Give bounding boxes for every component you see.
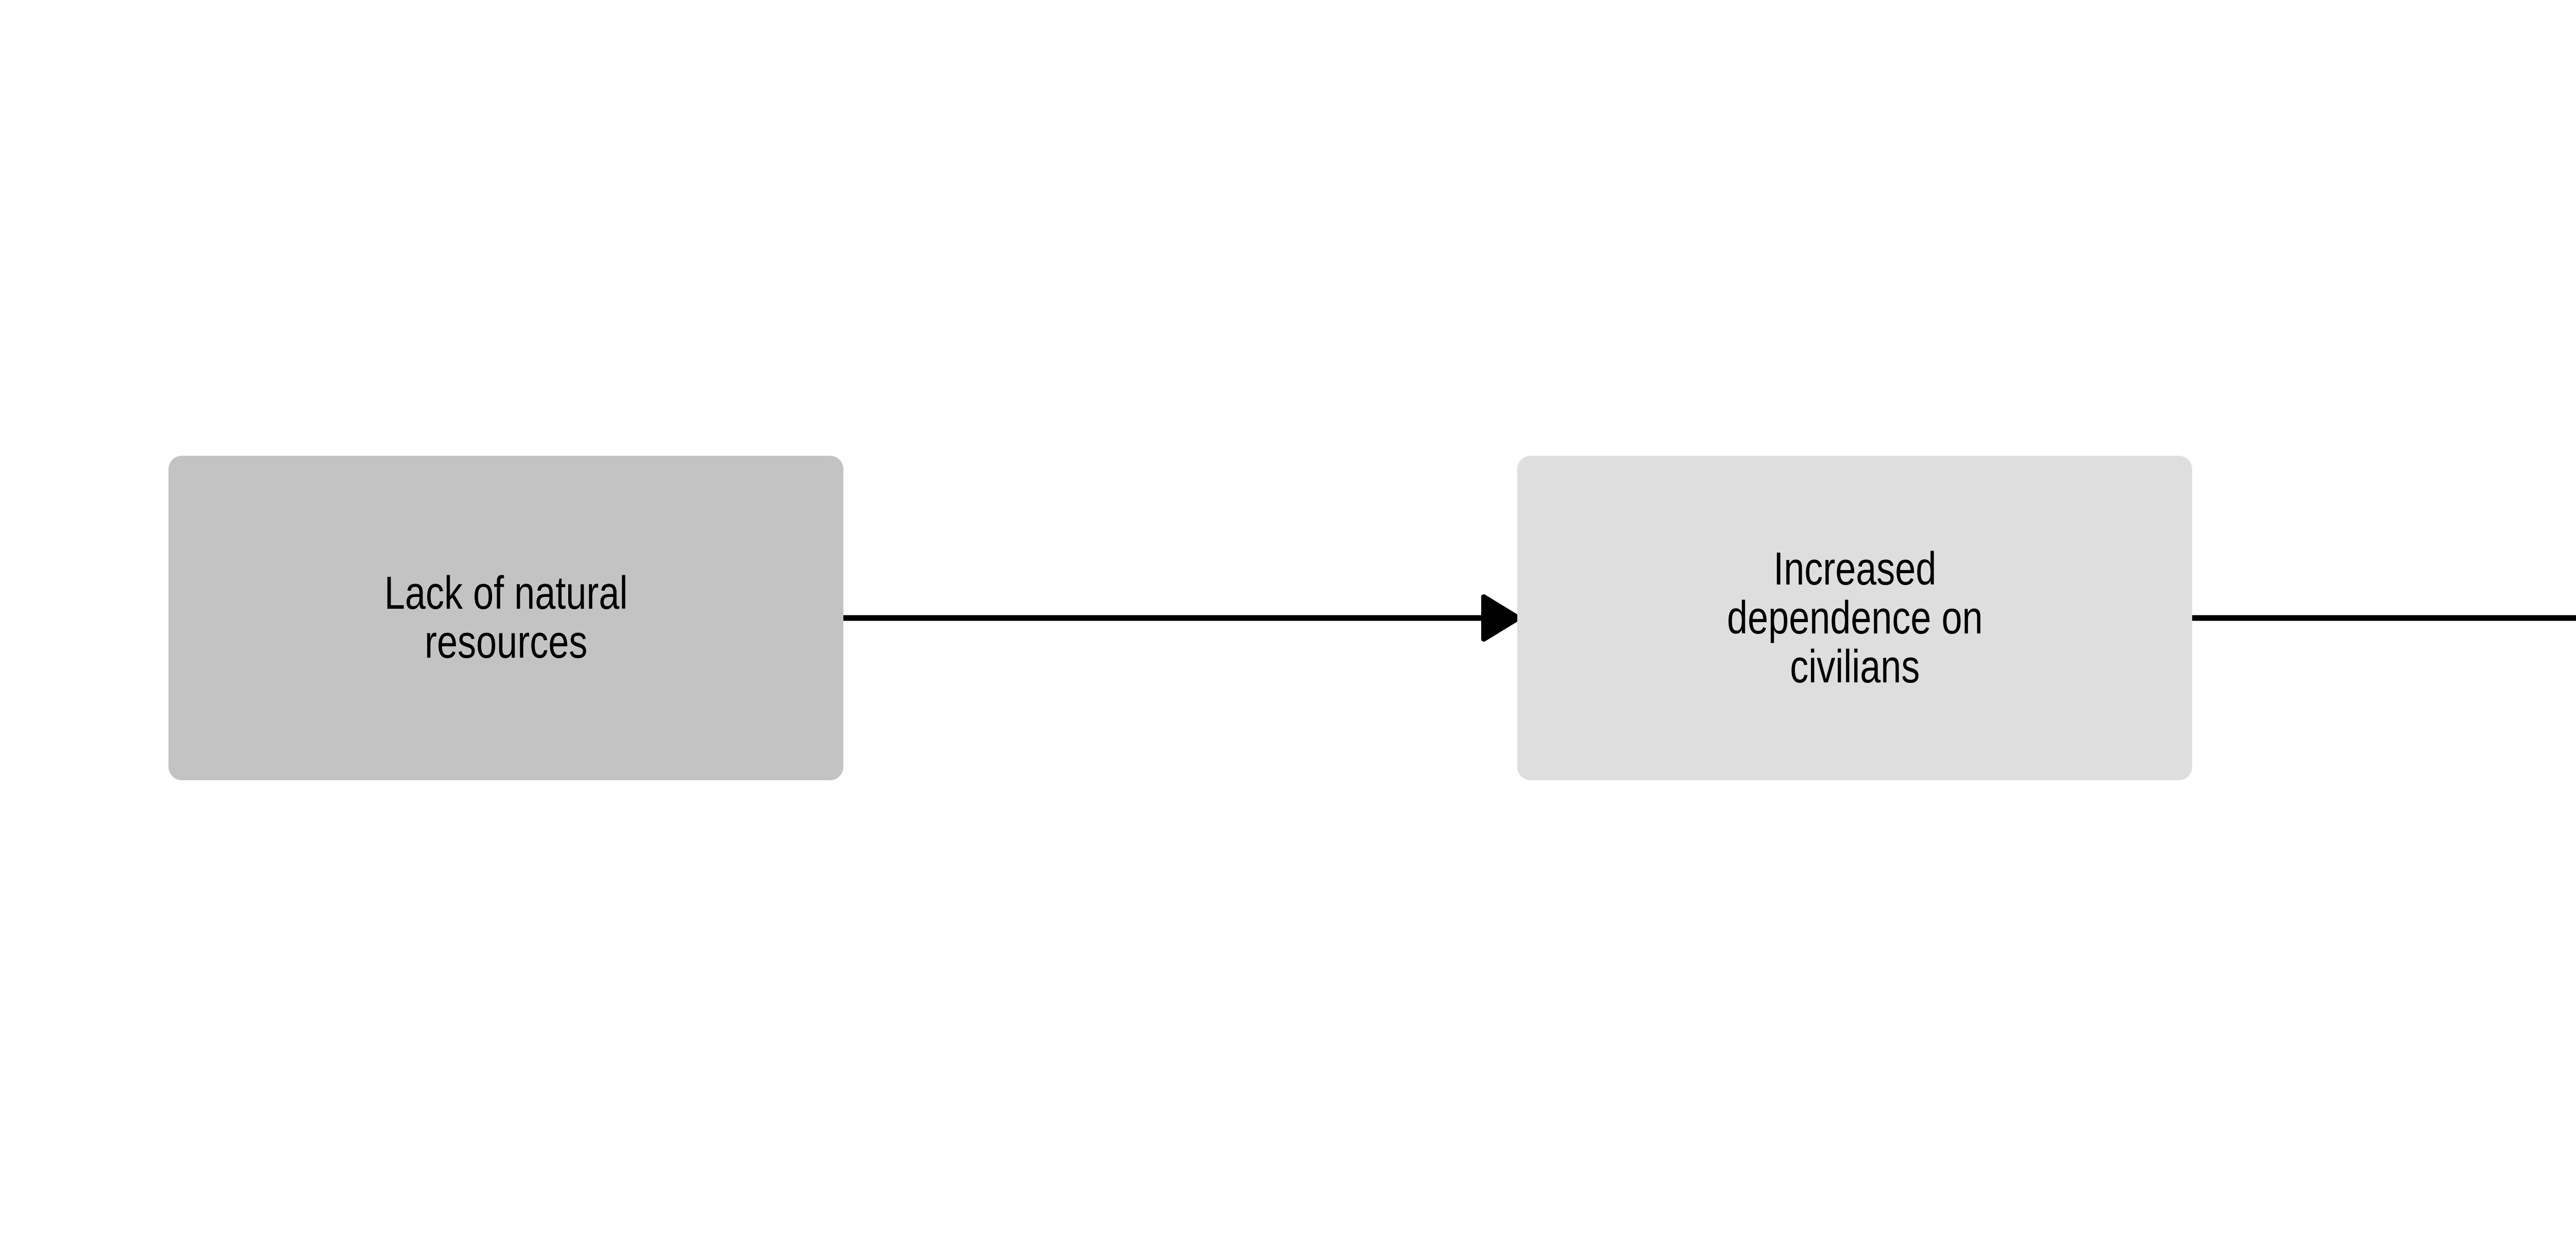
node-increased-dependence-on-civilians[interactable]: Increased dependence on civilians	[1517, 456, 2192, 780]
node-label: Lack of natural resources	[384, 568, 628, 668]
node-label: Increased dependence on civilians	[1726, 543, 1983, 693]
arrowhead-icon	[1481, 594, 1521, 642]
edge-increased-dependence-on-civilians-to-more-responsive-rebel-governance	[2192, 615, 2576, 621]
node-lack-of-natural-resources[interactable]: Lack of natural resources	[168, 456, 843, 780]
edge-lack-of-natural-resources-to-increased-dependence-on-civilians	[843, 594, 1521, 642]
